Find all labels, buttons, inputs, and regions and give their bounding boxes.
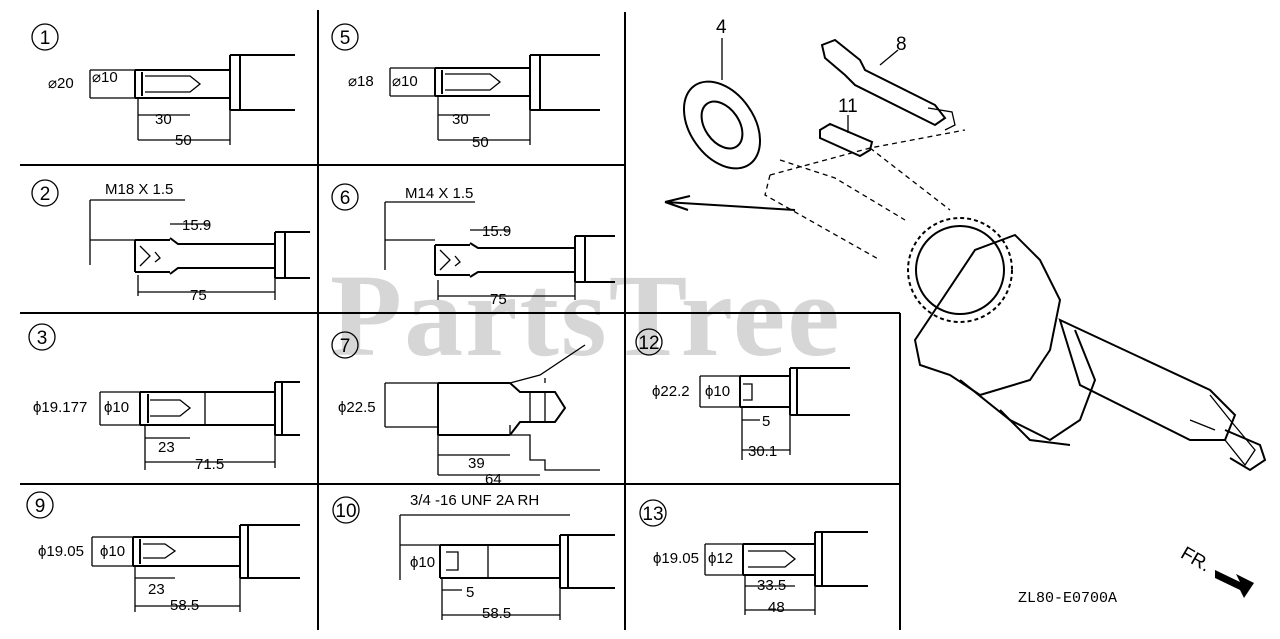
svg-text:2: 2	[40, 184, 51, 205]
svg-text:23: 23	[158, 439, 175, 456]
svg-text:12: 12	[638, 333, 659, 354]
crank-gear	[907, 217, 1013, 323]
panel-9: 9 ϕ19.05 ϕ10 23 58.5	[26, 491, 300, 614]
front-indicator: FR.	[1177, 543, 1254, 598]
svg-text:ϕ22.2: ϕ22.2	[652, 383, 690, 400]
svg-text:M18 X 1.5: M18 X 1.5	[105, 181, 173, 198]
crankshaft-exploded-view: 4 8 11	[664, 17, 1267, 472]
svg-text:FR.: FR.	[1177, 543, 1214, 576]
svg-text:30.1: 30.1	[748, 443, 777, 460]
callout-11: 11	[838, 96, 858, 117]
svg-text:ϕ10: ϕ10	[705, 383, 730, 400]
panel-12: 12 ϕ22.2 ϕ10 5 30.1	[635, 328, 850, 460]
svg-text:64: 64	[485, 471, 502, 488]
svg-text:⌀10: ⌀10	[92, 69, 118, 86]
panel-13: 13 ϕ19.05 ϕ12 33.5 48	[639, 499, 868, 616]
svg-text:7: 7	[340, 336, 351, 357]
svg-text:71.5: 71.5	[195, 456, 224, 473]
panel-10: 10 3/4 -16 UNF 2A RH ϕ10 5 58.5	[332, 492, 615, 622]
svg-text:5: 5	[762, 413, 770, 430]
panel-2: 2 M18 X 1.5 15.9 75	[31, 179, 310, 304]
svg-text:33.5: 33.5	[757, 577, 786, 594]
crank-web	[913, 233, 1062, 397]
svg-text:50: 50	[175, 132, 192, 149]
panel-grid	[20, 10, 901, 630]
svg-text:10: 10	[335, 501, 356, 522]
panel-number-circle	[331, 23, 359, 51]
svg-text:⌀20: ⌀20	[48, 75, 74, 92]
svg-text:75: 75	[490, 291, 507, 308]
svg-text:48: 48	[768, 599, 785, 616]
svg-text:3/4 -16 UNF 2A RH: 3/4 -16 UNF 2A RH	[410, 492, 539, 509]
diagram-code: ZL80-E0700A	[1018, 590, 1117, 607]
crank-journal	[1058, 318, 1237, 441]
front-arrow-icon	[1215, 570, 1254, 598]
svg-text:30: 30	[155, 111, 172, 128]
svg-text:39: 39	[468, 455, 485, 472]
svg-text:15.9: 15.9	[482, 223, 511, 240]
svg-text:⌀18: ⌀18	[348, 73, 374, 90]
svg-text:ϕ22.5: ϕ22.5	[338, 399, 376, 416]
svg-text:5: 5	[340, 28, 351, 49]
callout-4: 4	[716, 17, 727, 38]
key-part	[819, 122, 874, 158]
svg-text:ϕ10: ϕ10	[410, 554, 435, 571]
svg-text:M14 X 1.5: M14 X 1.5	[405, 185, 473, 202]
taper-shaft-part	[820, 38, 947, 127]
panel-6: 6 M14 X 1.5 15.9 75	[331, 183, 615, 308]
svg-text:ϕ12: ϕ12	[708, 550, 733, 567]
svg-text:13: 13	[642, 504, 663, 525]
svg-text:ϕ10: ϕ10	[104, 399, 129, 416]
assembly-arrow	[664, 195, 796, 211]
svg-text:3: 3	[37, 328, 48, 349]
svg-text:ϕ19.177: ϕ19.177	[33, 399, 87, 416]
svg-text:75: 75	[190, 287, 207, 304]
svg-text:ϕ19.05: ϕ19.05	[653, 550, 699, 567]
washer-part	[682, 80, 762, 170]
svg-text:23: 23	[148, 581, 165, 598]
panel-number: 1	[40, 28, 51, 49]
svg-text:5: 5	[466, 584, 474, 601]
panel-3: 3 ϕ19.177 ϕ10 23 71.5	[28, 323, 300, 473]
panel-number-circle	[31, 23, 59, 51]
svg-text:50: 50	[472, 134, 489, 151]
svg-text:58.5: 58.5	[482, 605, 511, 622]
panel-5: 5 ⌀18 ⌀10 30 50	[331, 23, 600, 151]
svg-text:15.9: 15.9	[182, 217, 211, 234]
svg-text:58.5: 58.5	[170, 597, 199, 614]
callout-8: 8	[896, 34, 907, 55]
panel-1: 1 ⌀20 ⌀10 30 50	[31, 23, 295, 149]
svg-text:6: 6	[340, 188, 351, 209]
svg-text:9: 9	[35, 496, 46, 517]
svg-text:30: 30	[452, 111, 469, 128]
svg-text:ϕ19.05: ϕ19.05	[38, 543, 84, 560]
svg-text:ϕ10: ϕ10	[100, 543, 125, 560]
svg-text:⌀10: ⌀10	[392, 73, 418, 90]
panel-7: 7 ϕ22.5 39 64	[331, 331, 600, 488]
